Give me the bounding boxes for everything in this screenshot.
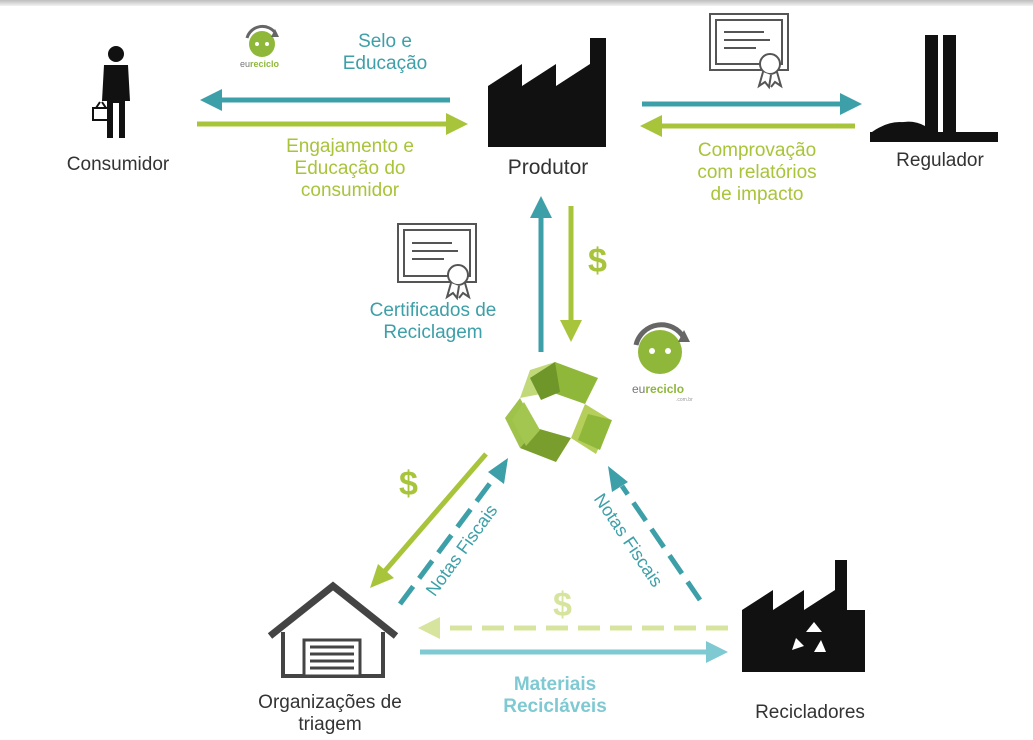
proof-line: de impacto xyxy=(710,184,804,205)
arrow-engagement xyxy=(197,113,468,135)
engagement-label: Engajamento e Educação do consumidor xyxy=(250,136,450,202)
seal-education-label: Selo e Educação xyxy=(320,31,450,75)
materials-line: Materiais xyxy=(513,674,597,695)
certificates-line: Certificados de xyxy=(369,300,497,321)
seal-education-line: Educação xyxy=(342,53,428,74)
consumer-label: Consumidor xyxy=(66,154,170,175)
arrow-money-down xyxy=(560,206,582,342)
producer-label: Produtor xyxy=(507,156,589,179)
money-symbol: $ xyxy=(553,586,572,624)
top-border xyxy=(0,0,1033,6)
arrow-certificates xyxy=(530,196,552,352)
materials-label: Materiais Recicláveis xyxy=(470,674,640,718)
materials-line: Recicláveis xyxy=(503,696,607,717)
proof-label: Comprovação com relatórios de impacto xyxy=(672,140,842,206)
eureciclo-logo-icon xyxy=(633,322,690,374)
engagement-line: Educação do xyxy=(294,158,406,179)
certificate-icon xyxy=(397,223,477,301)
certificate-icon xyxy=(709,13,789,90)
certificates-line: Reciclagem xyxy=(383,322,483,343)
proof-line: com relatórios xyxy=(697,162,817,183)
recycling-factory-icon xyxy=(742,560,865,672)
arrow-invoices-right xyxy=(608,466,703,602)
money-symbol: $ xyxy=(399,465,418,503)
factory-icon xyxy=(488,38,606,147)
logo-sub-text: .com.br xyxy=(676,397,693,403)
engagement-line: Engajamento e xyxy=(286,136,414,157)
sorting-orgs-line: Organizações de xyxy=(258,692,402,713)
arrow-money-to-sorting xyxy=(370,452,488,588)
eureciclo-logo-icon xyxy=(245,24,279,57)
money-symbol: $ xyxy=(588,242,607,280)
recycle-symbol-icon xyxy=(505,362,612,462)
sorting-orgs-label: Organizações de triagem xyxy=(225,692,435,736)
government-building-icon xyxy=(870,35,998,142)
engagement-line: consumidor xyxy=(300,180,400,201)
seal-education-line: Selo e xyxy=(358,31,412,52)
certificates-label: Certificados de Reciclagem xyxy=(348,300,518,344)
proof-line: Comprovação xyxy=(697,140,817,161)
arrow-materials xyxy=(420,641,728,663)
arrow-money-to-sorting-dashed xyxy=(418,617,728,639)
arrow-invoices-left xyxy=(397,458,508,606)
person-with-basket-icon xyxy=(92,46,130,138)
arrow-seal-education xyxy=(200,89,450,111)
arrow-to-regulator xyxy=(642,93,862,115)
logo-text-top: eureciclo xyxy=(240,59,280,69)
warehouse-icon xyxy=(267,581,399,678)
recyclers-label: Recicladores xyxy=(755,702,865,723)
sorting-orgs-line: triagem xyxy=(298,714,362,735)
arrow-proof xyxy=(640,115,855,137)
regulator-label: Regulador xyxy=(896,150,984,171)
logo-text-center: eureciclo xyxy=(632,382,685,396)
